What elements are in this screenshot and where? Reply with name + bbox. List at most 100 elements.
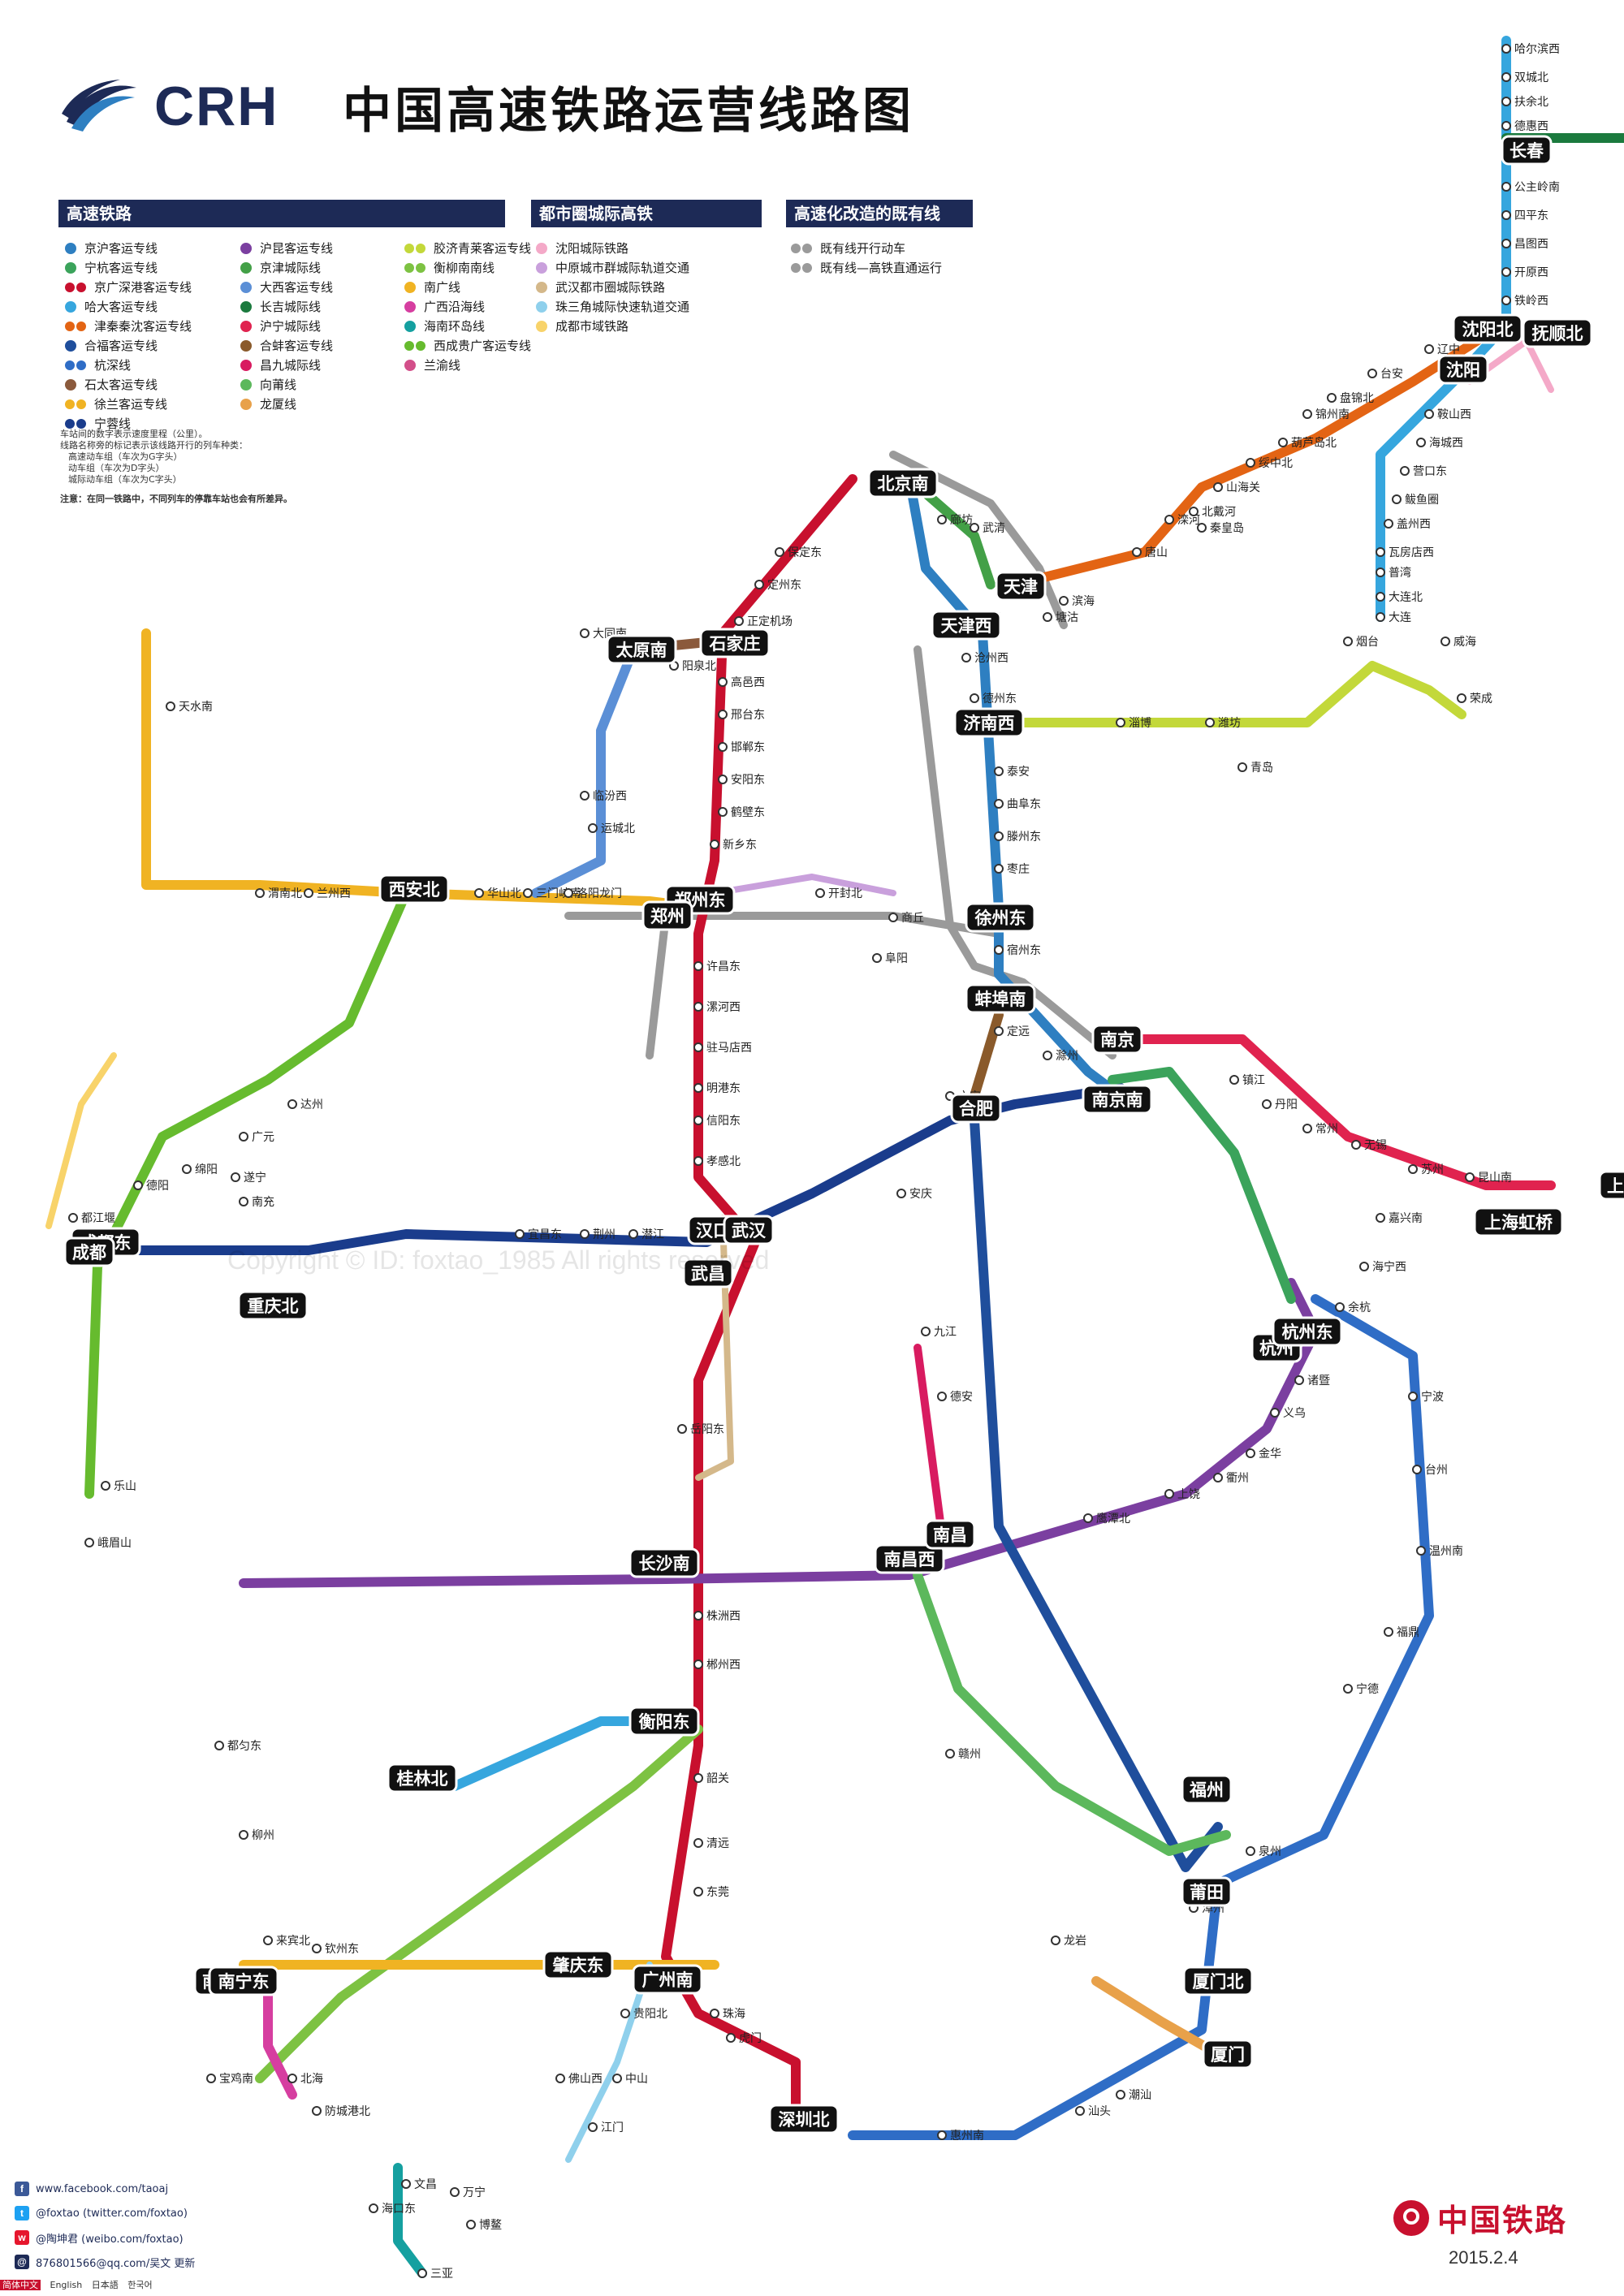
station-label[interactable]: 余杭: [1348, 1301, 1371, 1314]
station-label[interactable]: 德安: [950, 1391, 973, 1404]
station-label[interactable]: 华山北: [487, 887, 521, 900]
station-label[interactable]: 三亚: [430, 2268, 453, 2281]
station-label[interactable]: 滕州东: [1007, 831, 1041, 844]
station-label[interactable]: 宁德: [1356, 1682, 1379, 1696]
email-link[interactable]: @ 876801566@qq.com/吴文 更新: [15, 2252, 195, 2272]
lang-current[interactable]: 简体中文: [0, 2280, 41, 2290]
station-label[interactable]: 安庆: [909, 1188, 932, 1201]
station-label[interactable]: 德阳: [146, 1180, 169, 1193]
station-label[interactable]: 宿州东: [1007, 943, 1041, 957]
station-label[interactable]: 郴州西: [706, 1659, 741, 1672]
station-label[interactable]: 鞍山西: [1437, 408, 1471, 421]
station-label[interactable]: 渭南北: [268, 887, 302, 900]
hub-station[interactable]: 上海: [1598, 1170, 1624, 1201]
station-label[interactable]: 赣州: [958, 1748, 981, 1761]
station-label[interactable]: 廊坊: [950, 513, 973, 527]
hub-station[interactable]: 南京南: [1082, 1084, 1153, 1115]
hub-station[interactable]: 南京: [1091, 1024, 1143, 1055]
station-label[interactable]: 秦皇岛: [1210, 522, 1244, 535]
hub-station[interactable]: 徐州东: [965, 902, 1036, 933]
hub-station[interactable]: 北京南: [867, 468, 939, 498]
station-label[interactable]: 来宾北: [276, 1935, 310, 1948]
hub-station[interactable]: 肇庆东: [542, 1949, 614, 1980]
hub-station[interactable]: 杭州东: [1272, 1316, 1343, 1347]
station-label[interactable]: 阜阳: [885, 952, 908, 965]
station-label[interactable]: 瓦房店西: [1389, 546, 1434, 559]
station-label[interactable]: 潍坊: [1218, 717, 1241, 730]
station-label[interactable]: 定远: [1007, 1025, 1030, 1038]
station-label[interactable]: 诸暨: [1307, 1375, 1330, 1388]
station-label[interactable]: 鲅鱼圈: [1405, 493, 1439, 507]
hub-station[interactable]: 郑州: [641, 900, 693, 931]
station-label[interactable]: 德州东: [983, 693, 1017, 706]
hub-station[interactable]: 天津: [995, 571, 1047, 602]
station-label[interactable]: 海宁西: [1372, 1260, 1406, 1274]
station-label[interactable]: 龙岩: [1064, 1935, 1086, 1948]
station-label[interactable]: 金华: [1259, 1448, 1281, 1461]
station-label[interactable]: 惠州南: [950, 2130, 984, 2143]
twitter-link[interactable]: t @foxtao (twitter.com/foxtao): [15, 2203, 188, 2223]
hub-station[interactable]: 西安北: [378, 874, 450, 904]
station-label[interactable]: 台安: [1380, 368, 1403, 381]
station-label[interactable]: 佛山西: [568, 2073, 603, 2086]
station-label[interactable]: 唐山: [1145, 546, 1168, 559]
station-label[interactable]: 都匀东: [227, 1740, 261, 1753]
station-label[interactable]: 开原西: [1514, 266, 1548, 279]
station-label[interactable]: 广元: [252, 1131, 274, 1144]
hub-station[interactable]: 武汉: [723, 1215, 775, 1245]
station-label[interactable]: 常州: [1315, 1123, 1338, 1136]
station-label[interactable]: 丹阳: [1275, 1098, 1298, 1111]
station-label[interactable]: 昆山南: [1478, 1172, 1512, 1185]
hub-station[interactable]: 深圳北: [768, 2104, 840, 2134]
station-label[interactable]: 峨眉山: [97, 1537, 132, 1550]
station-label[interactable]: 新乡东: [723, 839, 757, 852]
station-label[interactable]: 邢台东: [731, 709, 765, 722]
station-label[interactable]: 荣成: [1470, 693, 1492, 706]
station-label[interactable]: 义乌: [1283, 1407, 1306, 1420]
hub-station[interactable]: 南昌西: [874, 1543, 945, 1574]
station-label[interactable]: 漯河西: [706, 1001, 741, 1014]
station-label[interactable]: 防城港北: [325, 2105, 370, 2118]
station-label[interactable]: 苏州: [1421, 1163, 1444, 1176]
station-label[interactable]: 南充: [252, 1196, 274, 1209]
station-label[interactable]: 三门峡南: [536, 887, 581, 900]
hub-station[interactable]: 石家庄: [699, 628, 771, 658]
station-label[interactable]: 北戴河: [1202, 506, 1236, 519]
station-label[interactable]: 沧州西: [974, 651, 1009, 665]
hub-station[interactable]: 沈阳: [1437, 354, 1489, 385]
lang-option[interactable]: 한국어: [127, 2280, 153, 2290]
station-label[interactable]: 汕头: [1088, 2105, 1111, 2118]
hub-station[interactable]: 太原南: [606, 634, 677, 665]
lang-option[interactable]: 日本語: [91, 2280, 119, 2290]
station-label[interactable]: 天水南: [179, 701, 213, 714]
station-label[interactable]: 九江: [934, 1326, 957, 1339]
station-label[interactable]: 邯郸东: [731, 741, 765, 754]
station-label[interactable]: 威海: [1453, 636, 1476, 649]
station-label[interactable]: 双城北: [1514, 71, 1548, 84]
station-label[interactable]: 锦州南: [1315, 408, 1350, 421]
station-label[interactable]: 普湾: [1389, 566, 1411, 580]
station-label[interactable]: 枣庄: [1007, 862, 1030, 876]
lang-option[interactable]: English: [50, 2280, 83, 2290]
station-label[interactable]: 盖州西: [1397, 518, 1431, 531]
station-label[interactable]: 阳泉北: [682, 659, 716, 673]
station-label[interactable]: 昌图西: [1514, 238, 1548, 251]
station-label[interactable]: 孝感北: [706, 1154, 741, 1168]
station-label[interactable]: 宜昌东: [528, 1228, 562, 1241]
station-label[interactable]: 贵阳北: [633, 2008, 667, 2021]
station-label[interactable]: 曲阜东: [1007, 797, 1041, 811]
station-label[interactable]: 铁岭西: [1514, 295, 1548, 308]
station-label[interactable]: 淄博: [1129, 716, 1151, 730]
station-label[interactable]: 株洲西: [706, 1610, 741, 1623]
station-label[interactable]: 四平东: [1514, 209, 1548, 222]
station-label[interactable]: 博鳌: [479, 2218, 502, 2232]
station-label[interactable]: 滦河: [1177, 514, 1200, 527]
station-label[interactable]: 温州南: [1429, 1545, 1463, 1558]
station-label[interactable]: 潮汕: [1129, 2089, 1151, 2102]
station-label[interactable]: 泉州: [1259, 1845, 1281, 1858]
station-label[interactable]: 泰安: [1007, 766, 1030, 779]
station-label[interactable]: 北海: [300, 2073, 323, 2086]
station-label[interactable]: 扶余北: [1514, 95, 1548, 109]
hub-station[interactable]: 莆田: [1181, 1876, 1233, 1907]
